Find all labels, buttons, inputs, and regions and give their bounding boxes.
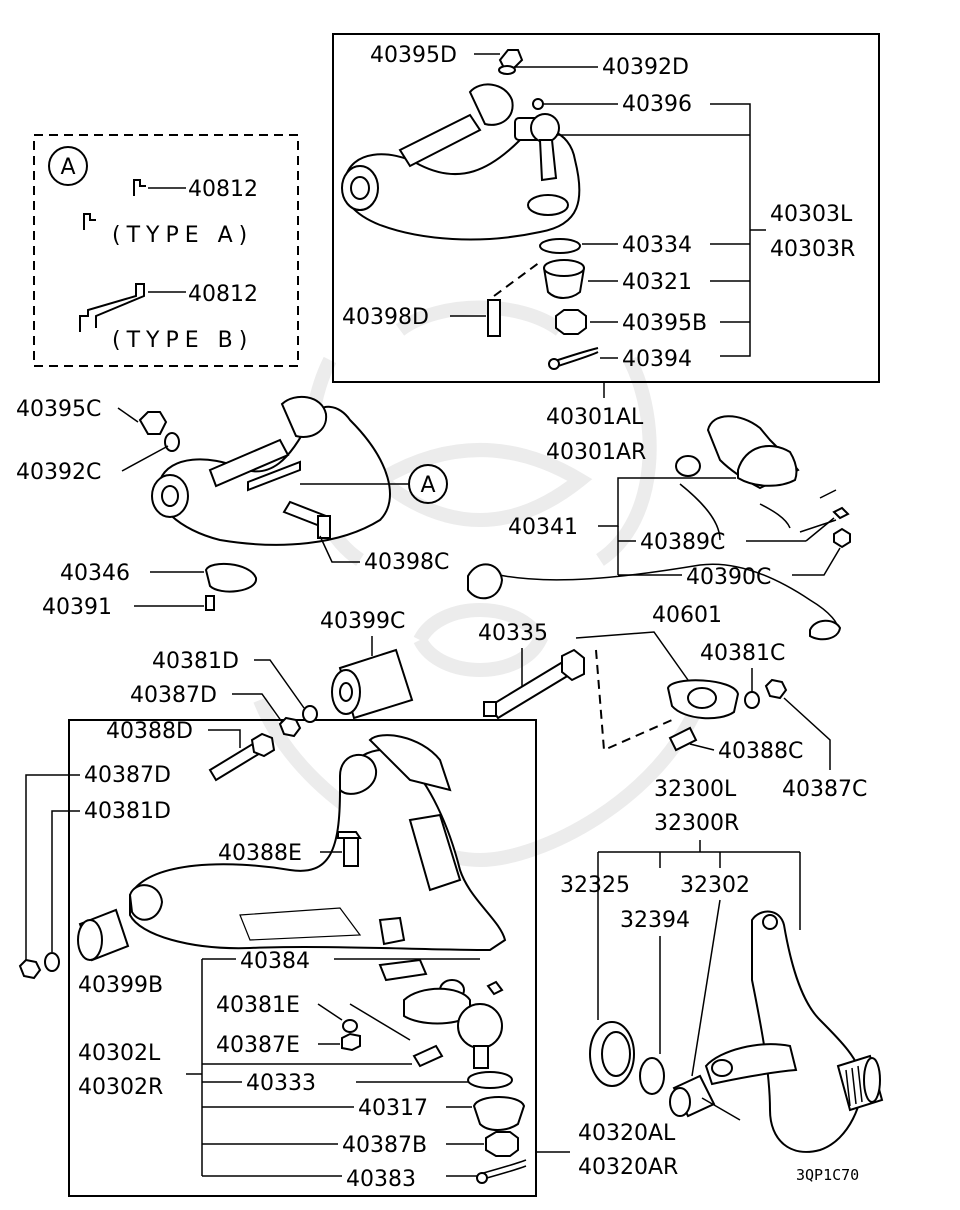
detail-type-b: (TYPE B) — [112, 328, 253, 353]
label-40303L: 40303L — [770, 202, 853, 227]
label-32300L: 32300L — [654, 777, 737, 802]
label-40346: 40346 — [60, 561, 130, 586]
steering-knuckle-drawing — [704, 910, 884, 1153]
oil-seal-32325-icon — [589, 1021, 635, 1087]
detail-a-letter: A — [60, 155, 75, 180]
label-40387B: 40387B — [342, 1133, 427, 1158]
lower-arm-drawing — [128, 734, 507, 1069]
label-40334: 40334 — [622, 233, 692, 258]
label-40381C: 40381C — [700, 641, 785, 666]
frame-bracket-drawing — [467, 415, 842, 641]
upper-arm-assembly-frame — [332, 33, 880, 383]
upper-small-parts — [487, 238, 599, 370]
detail-a-frame — [33, 134, 299, 367]
label-40302R: 40302R — [78, 1075, 163, 1100]
label-32325: 32325 — [560, 873, 630, 898]
label-40398C: 40398C — [364, 550, 449, 575]
label-40394: 40394 — [622, 347, 692, 372]
label-40317: 40317 — [358, 1096, 428, 1121]
label-40399C: 40399C — [320, 609, 405, 634]
label-40301AL: 40301AL — [546, 405, 644, 430]
detail-a-circle — [48, 146, 88, 186]
label-40395C: 40395C — [16, 397, 101, 422]
bolt-40335-icon — [483, 648, 585, 720]
detail-part-2: 40812 — [188, 282, 258, 307]
label-40387C: 40387C — [782, 777, 867, 802]
label-40302L: 40302L — [78, 1041, 161, 1066]
label-40390C: 40390C — [686, 565, 771, 590]
label-40333: 40333 — [246, 1071, 316, 1096]
label-40381D-bottom: 40381D — [84, 799, 171, 824]
label-40388D: 40388D — [106, 719, 193, 744]
label-40303R: 40303R — [770, 237, 855, 262]
label-32394: 32394 — [620, 908, 690, 933]
clip-type-b-icon — [79, 283, 145, 332]
bushing-32302-icon — [669, 1074, 716, 1118]
label-40335: 40335 — [478, 621, 548, 646]
label-40392D: 40392D — [602, 55, 689, 80]
bumper-40601-icon — [666, 679, 740, 720]
label-40320AL: 40320AL — [578, 1121, 676, 1146]
label-40395B: 40395B — [622, 311, 707, 336]
label-40321: 40321 — [622, 270, 692, 295]
lower-arm-assembly-frame — [68, 719, 537, 1197]
label-40395D: 40395D — [370, 43, 457, 68]
label-40341: 40341 — [508, 515, 578, 540]
label-40399B: 40399B — [78, 973, 163, 998]
bumper-plate-icon — [204, 562, 257, 593]
upper-arm-exploded-drawing — [138, 395, 391, 546]
label-40387D-bottom: 40387D — [84, 763, 171, 788]
label-40388C: 40388C — [718, 739, 803, 764]
label-40381D-top: 40381D — [152, 649, 239, 674]
seal-32394-icon — [639, 1057, 665, 1095]
label-40389C: 40389C — [640, 530, 725, 555]
label-40381E: 40381E — [216, 993, 300, 1018]
clip-type-a-icon — [83, 179, 146, 230]
callout-a-circle — [408, 464, 448, 504]
detail-part-1: 40812 — [188, 177, 258, 202]
label-40391: 40391 — [42, 595, 112, 620]
upper-arm-drawing — [341, 49, 581, 241]
watermark-emblem — [253, 300, 707, 868]
label-32300R: 32300R — [654, 811, 739, 836]
label-32302: 32302 — [680, 873, 750, 898]
detail-type-a: (TYPE A) — [112, 223, 253, 248]
label-40320AR: 40320AR — [578, 1155, 678, 1180]
label-40387E: 40387E — [216, 1033, 300, 1058]
label-40301AR: 40301AR — [546, 440, 646, 465]
label-40383: 40383 — [346, 1167, 416, 1192]
bolt-40388D-icon — [208, 732, 276, 782]
callout-a-letter: A — [420, 473, 435, 498]
diagram-code: 3QP1C70 — [796, 1166, 859, 1184]
label-40388E: 40388E — [218, 841, 302, 866]
label-40396: 40396 — [622, 92, 692, 117]
label-40601: 40601 — [652, 603, 722, 628]
label-40398D: 40398D — [342, 305, 429, 330]
bushing-40399C-icon — [331, 648, 414, 720]
label-40392C: 40392C — [16, 460, 101, 485]
label-40387D-top: 40387D — [130, 683, 217, 708]
label-40384: 40384 — [240, 949, 310, 974]
bushing-40399B-icon — [77, 908, 130, 962]
